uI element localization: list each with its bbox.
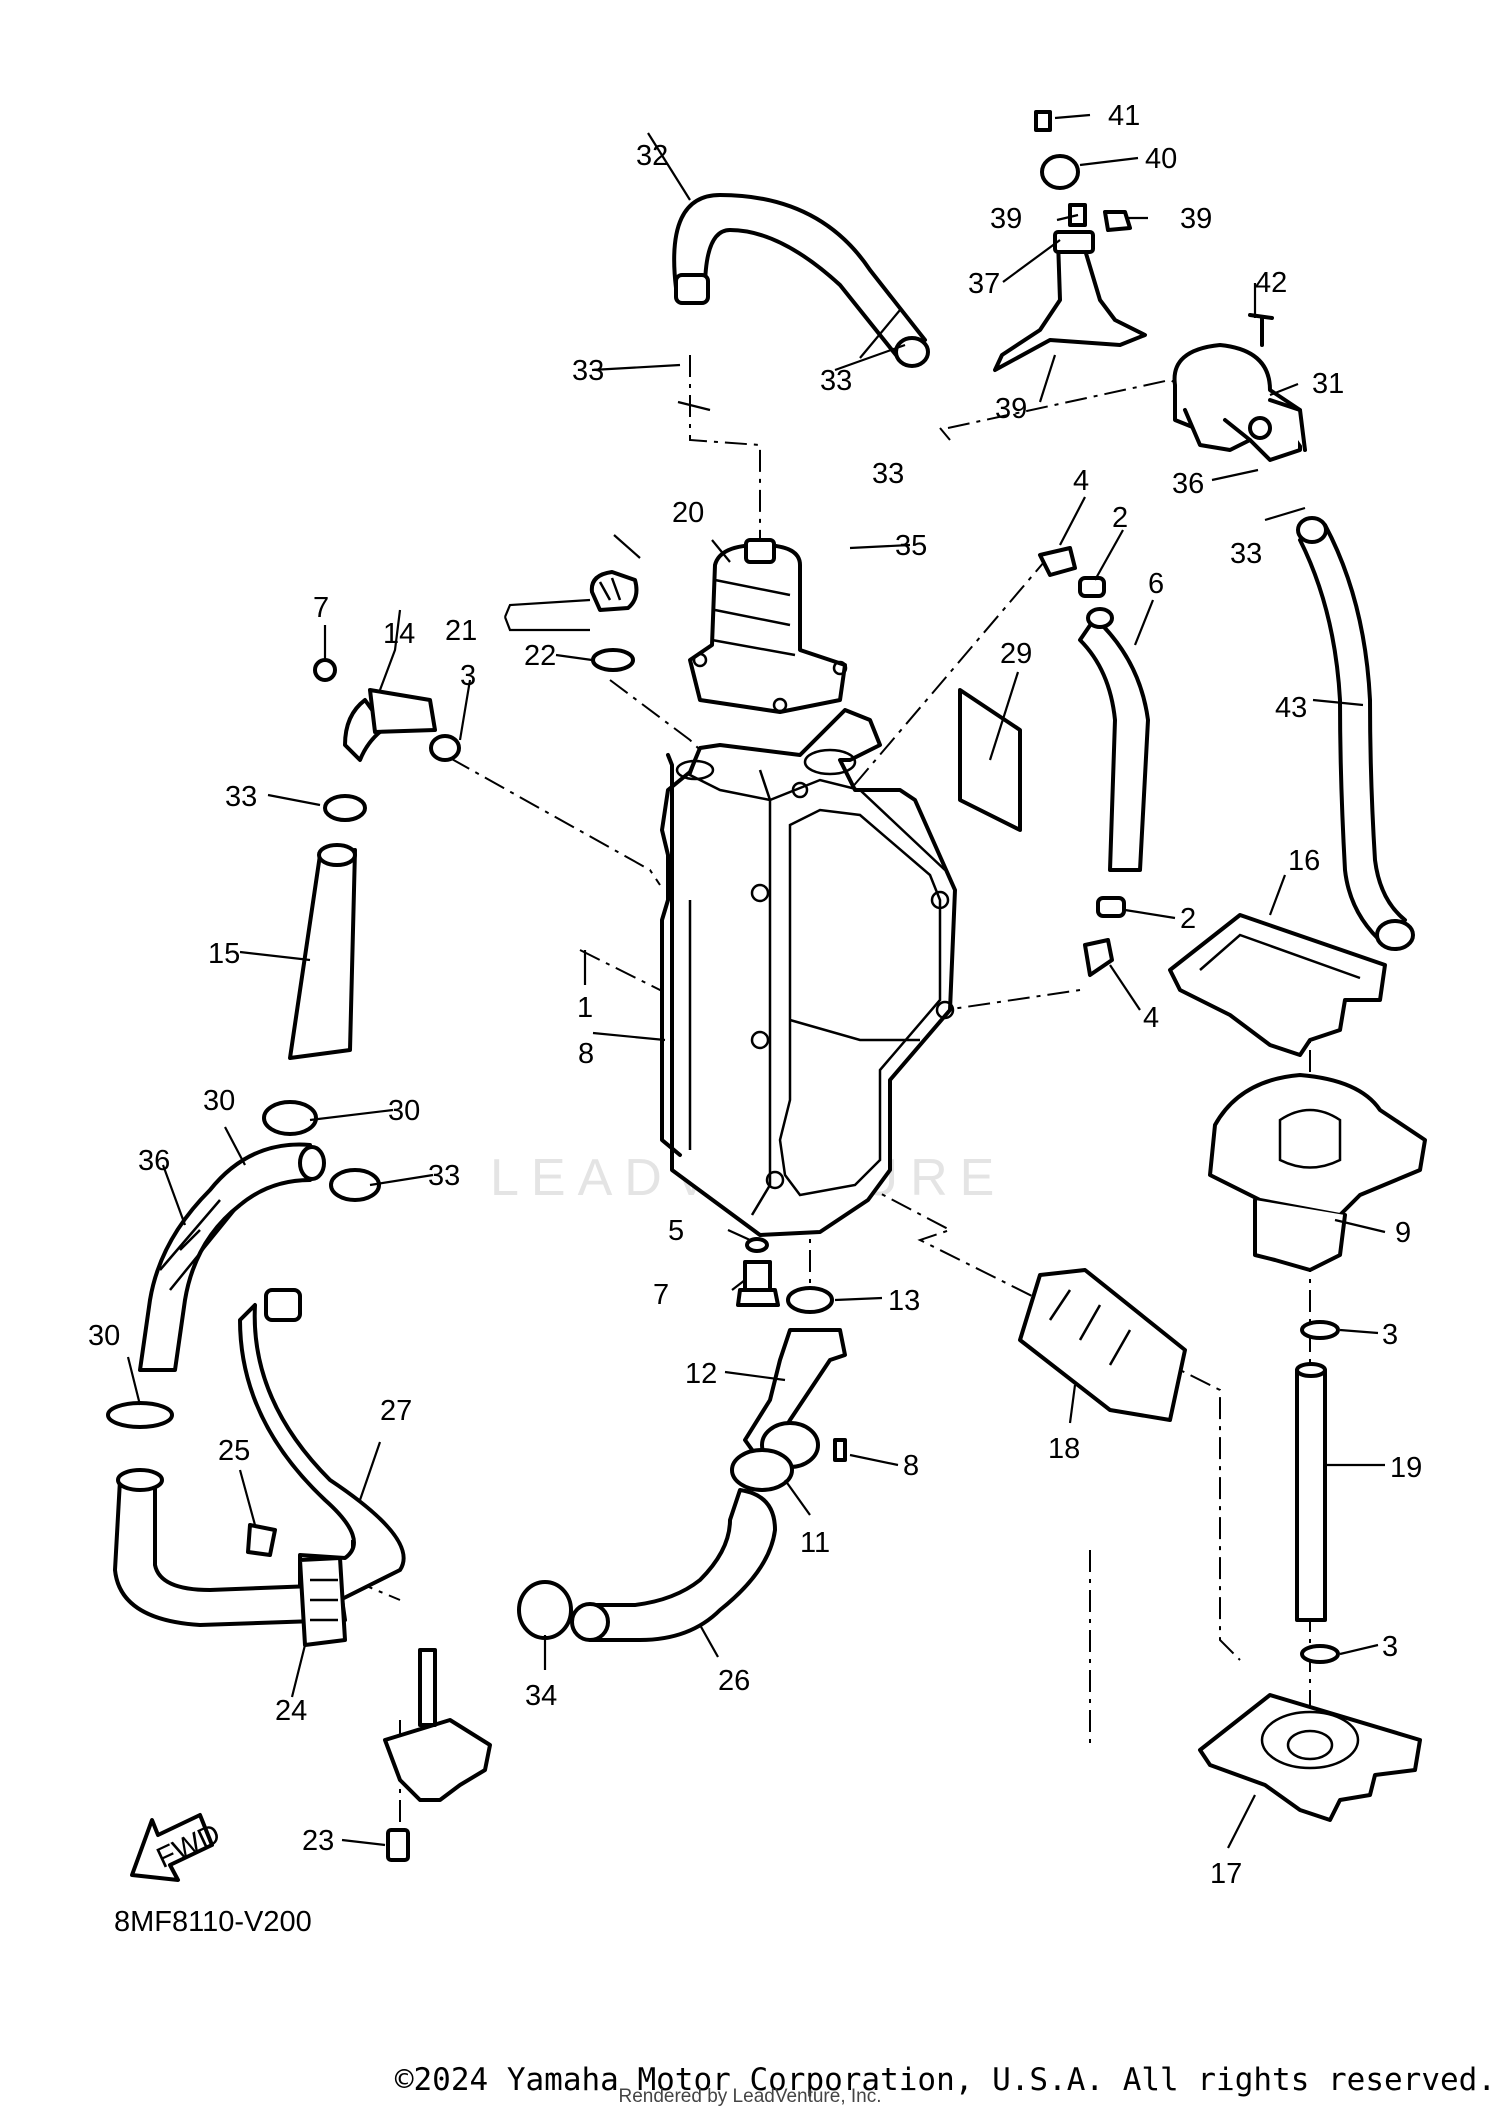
callout-11: 11	[800, 1527, 830, 1559]
left-hose-sleeve	[106, 1142, 381, 1429]
callout-31: 31	[1312, 368, 1344, 400]
callout-35: 35	[895, 530, 927, 562]
callout-26: 26	[718, 1665, 750, 1697]
callout-29: 30	[203, 1085, 235, 1117]
callout-12: 12	[685, 1358, 717, 1390]
callout-24: 24	[275, 1695, 307, 1727]
upper-plate-edge	[1199, 933, 1361, 980]
callout-21: 21	[445, 615, 477, 647]
filter-housing	[688, 538, 848, 714]
rendered-by-notice: Rendered by LeadVenture, Inc.	[618, 2086, 882, 2107]
callout-33-left-lower: 33	[428, 1160, 460, 1192]
lower-bracket	[383, 1648, 492, 1862]
valve-assembly	[1172, 313, 1307, 462]
callout-2-bottom: 2	[1180, 903, 1196, 935]
callout-2-top: 2	[1112, 502, 1128, 534]
callout-3-right-lower: 3	[1382, 1631, 1398, 1663]
callout-33-top-right: 33	[872, 458, 904, 490]
callout-30-lower: 30	[88, 1320, 120, 1352]
small-hose	[1078, 607, 1150, 872]
callout-16: 16	[1288, 845, 1320, 877]
callout-19: 19	[1390, 1452, 1422, 1484]
vertical-pipe	[1295, 1320, 1340, 1664]
elbow-fitting	[313, 658, 461, 762]
callout-41: 40	[1145, 143, 1177, 175]
left-hose-upper	[262, 794, 367, 1136]
callout-17: 17	[1210, 1858, 1242, 1890]
callout-30-upper: 30	[388, 1095, 420, 1127]
callout-1: 1	[577, 992, 593, 1024]
callout-32: 32	[636, 140, 668, 172]
copyright-notice: ©2024 Yamaha Motor Corporation, U.S.A. A…	[394, 2062, 1496, 2098]
lower-elbow	[517, 1328, 847, 1642]
breather-hose	[672, 193, 930, 368]
callout-18: 18	[1048, 1433, 1080, 1465]
callout-33-right: 33	[1230, 538, 1262, 570]
upper-plate	[1168, 913, 1387, 1057]
callout-39-bottom: 39	[995, 393, 1027, 425]
diagram-code: 8MF8110-V200	[114, 1906, 312, 1938]
callout-14: 14	[383, 618, 415, 650]
callout-36: 36	[138, 1145, 170, 1177]
callout-3-left: 3	[460, 660, 476, 692]
callout-38: 37	[968, 268, 1000, 300]
callout-25: 25	[218, 1435, 250, 1467]
callout-43: 42	[1255, 267, 1287, 299]
callout-5: 5	[668, 1215, 684, 1247]
callout-23: 23	[302, 1825, 334, 1857]
callout-numbers: 41 40 39 39 37 39 42 31 36 33 43 4 2 6 2…	[88, 100, 1422, 1890]
callout-13: 13	[888, 1285, 920, 1317]
callout-7-upper: 7	[313, 592, 329, 624]
callout-27: 27	[380, 1395, 412, 1427]
callout-33-left: 33	[225, 781, 257, 813]
grommet	[246, 1523, 347, 1647]
callout-4-top: 4	[1073, 465, 1089, 497]
filler-cap	[589, 570, 639, 672]
leader-lines	[126, 113, 1386, 1849]
hose-clamp-top	[1034, 110, 1132, 232]
drain-plug	[736, 1237, 834, 1314]
callout-10: 7	[653, 1279, 669, 1311]
callout-40: 39	[990, 203, 1022, 235]
long-hose-right	[1296, 516, 1415, 951]
callout-4-bottom: 4	[1143, 1002, 1159, 1034]
callout-9: 9	[1395, 1217, 1411, 1249]
callout-6: 6	[1148, 568, 1164, 600]
forward-arrow: FWD	[130, 1813, 225, 1882]
filter-pad	[1018, 1268, 1187, 1422]
callout-28: 29	[1000, 638, 1032, 670]
callout-7-lower: 8	[903, 1450, 919, 1482]
callout-33-bottom: 34	[525, 1680, 557, 1712]
callout-15: 15	[208, 938, 240, 970]
callout-8: 8	[578, 1038, 594, 1070]
callout-3-right-upper: 3	[1382, 1319, 1398, 1351]
oil-tank-body	[660, 708, 957, 1237]
callout-39-top: 39	[1180, 203, 1212, 235]
callout-37: 36	[1172, 468, 1204, 500]
callout-44: 43	[1275, 692, 1307, 724]
callout-20: 20	[672, 497, 704, 529]
pump-housing	[1208, 1073, 1427, 1272]
callout-22: 22	[524, 640, 556, 672]
base-plate	[1198, 1693, 1422, 1822]
callout-33-top-left: 33	[572, 355, 604, 387]
mounting-bracket	[993, 203, 1147, 372]
hose-fittings	[1038, 546, 1126, 977]
callout-34: 33	[820, 365, 852, 397]
callout-42: 41	[1108, 100, 1140, 132]
filter-pad-ribs	[1048, 1289, 1132, 1366]
